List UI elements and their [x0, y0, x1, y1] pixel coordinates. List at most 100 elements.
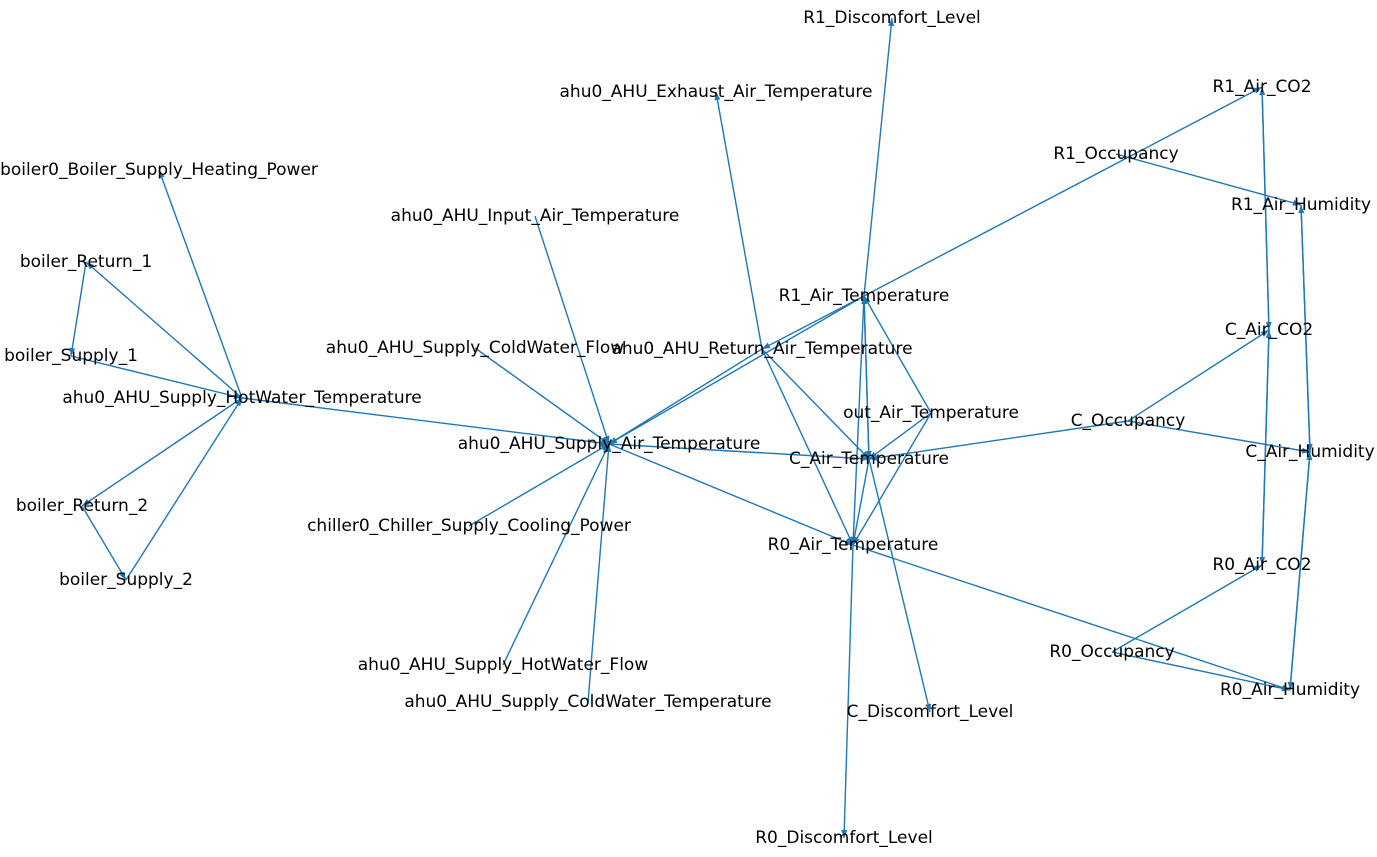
arrowhead-c-air-temperature — [861, 451, 869, 459]
label-layer: R1_Discomfort_Level ahu0_AHU_Exhaust_Air_… — [0, 8, 1375, 848]
arrowhead-ahu0-ahu-return-air-temperature — [762, 342, 771, 349]
edge-ahu0-ahu-supply-hotwater-flow-to-ahu0-ahu-supply-air-temperature — [502, 443, 610, 666]
edge-r0-air-co2-to-c-air-co2 — [1261, 329, 1270, 566]
arrowhead-r0-air-humidity — [1281, 684, 1290, 691]
node-ahu0-ahu-supply-coldwater-flow: ahu0_AHU_Supply_ColdWater_Flow — [326, 338, 625, 358]
edge-r1-air-temperature-to-ahu0-ahu-supply-air-temperature — [608, 295, 865, 445]
arrowhead-c-air-temperature — [860, 455, 869, 462]
arrowhead-r0-air-temperature — [844, 539, 853, 545]
node-ahu0-ahu-return-air-temperature: ahu0_AHU_Return_Air_Temperature — [611, 339, 912, 359]
edge-r1-air-temperature-to-ahu0-ahu-return-air-temperature — [761, 295, 865, 350]
arrowhead-boiler-return-1 — [86, 262, 95, 270]
edge-ahu0-ahu-supply-air-temperature-to-r0-air-temperature — [608, 443, 854, 546]
arrowhead-boiler-supply-2 — [119, 571, 126, 580]
node-chiller0-chiller-supply-cooling-power: chiller0_Chiller_Supply_Cooling_Power — [307, 516, 631, 536]
node-ahu0-ahu-supply-air-temperature: ahu0_AHU_Supply_Air_Temperature — [458, 434, 761, 454]
node-c-air-temperature: C_Air_Temperature — [789, 449, 949, 469]
arrowhead-ahu0-ahu-supply-air-temperature — [600, 444, 609, 451]
edge-ahu0-ahu-return-air-temperature-to-r0-air-temperature — [761, 348, 854, 546]
node-c-air-humidity: C_Air_Humidity — [1245, 442, 1374, 462]
edge-r1-occupancy-to-r1-air-humidity — [1115, 153, 1302, 206]
node-r0-air-temperature: R0_Air_Temperature — [768, 535, 939, 555]
edge-r0-air-humidity-to-c-air-humidity — [1289, 451, 1311, 691]
arrowhead-c-air-co2 — [1265, 330, 1272, 339]
node-r0-air-humidity: R0_Air_Humidity — [1220, 680, 1360, 700]
node-r1-occupancy: R1_Occupancy — [1053, 144, 1178, 164]
edge-r0-occupancy-to-r0-air-co2 — [1111, 564, 1263, 653]
arrowhead-boiler-supply-1 — [69, 347, 76, 356]
node-ahu0-ahu-supply-hotwater-flow: ahu0_AHU_Supply_HotWater_Flow — [358, 655, 649, 675]
edge-c-occupancy-to-c-air-co2 — [1127, 329, 1270, 422]
arrowhead-r1-air-humidity — [1292, 199, 1301, 206]
edge-boiler-supply-2-to-ahu0-ahu-supply-hotwater-temperature — [125, 397, 243, 581]
arrowhead-boiler-return-2 — [82, 499, 91, 506]
edge-r1-air-temperature-to-r0-air-temperature — [852, 295, 865, 546]
edge-ahu0-ahu-supply-hotwater-temperature-to-boiler-return-2 — [81, 397, 243, 507]
edge-r0-occupancy-to-r0-air-humidity — [1111, 651, 1291, 691]
arrowhead-r1-air-humidity — [1298, 205, 1305, 214]
node-c-discomfort-level: C_Discomfort_Level — [847, 702, 1014, 722]
node-ahu0-ahu-exhaust-air-temperature: ahu0_AHU_Exhaust_Air_Temperature — [560, 82, 873, 102]
node-ahu0-ahu-supply-hotwater-temperature: ahu0_AHU_Supply_HotWater_Temperature — [62, 388, 421, 408]
arrowhead-r1-air-co2 — [1253, 87, 1262, 94]
edge-c-air-co2-to-r1-air-co2 — [1261, 86, 1270, 331]
node-c-occupancy: C_Occupancy — [1071, 411, 1186, 431]
node-ahu0-ahu-supply-coldwater-temperature: ahu0_AHU_Supply_ColdWater_Temperature — [404, 692, 771, 712]
node-r0-occupancy: R0_Occupancy — [1049, 642, 1174, 662]
edge-c-air-humidity-to-r1-air-humidity — [1300, 204, 1311, 453]
edge-boiler-supply-1-to-ahu0-ahu-supply-hotwater-temperature — [70, 355, 243, 399]
arrowhead-c-air-humidity — [1306, 452, 1313, 461]
node-r0-discomfort-level: R0_Discomfort_Level — [755, 828, 933, 848]
edge-ahu0-ahu-return-air-temperature-to-ahu0-ahu-supply-air-temperature — [608, 348, 763, 445]
node-boiler-return-2: boiler_Return_2 — [16, 496, 148, 516]
node-boiler-supply-1: boiler_Supply_1 — [4, 346, 138, 366]
arrowhead-ahu0-ahu-supply-air-temperature — [603, 435, 610, 444]
edge-boiler-return-1-to-boiler-supply-1 — [70, 261, 87, 357]
arrowhead-r0-air-temperature — [851, 536, 858, 545]
node-out-air-temperature: out_Air_Temperature — [843, 403, 1019, 423]
arrowhead-r0-air-co2 — [1253, 565, 1262, 572]
arrowhead-ahu0-ahu-supply-air-temperature — [609, 437, 618, 444]
edge-c-air-temperature-to-r1-air-temperature — [863, 295, 870, 460]
edge-ahu0-ahu-supply-coldwater-flow-to-ahu0-ahu-supply-air-temperature — [474, 347, 610, 445]
edge-ahu0-ahu-return-air-temperature-to-ahu0-ahu-exhaust-air-temperature — [715, 91, 763, 350]
edge-r1-air-temperature-to-r1-air-co2 — [863, 86, 1263, 297]
edge-out-air-temperature-to-r1-air-temperature — [863, 295, 932, 414]
edge-boiler-return-2-to-boiler-supply-2 — [81, 505, 127, 581]
edge-c-air-temperature-to-r0-air-temperature — [852, 458, 870, 546]
arrowhead-r1-air-temperature — [861, 296, 868, 305]
arrowhead-c-discomfort-level — [925, 703, 932, 712]
node-c-air-co2: C_Air_CO2 — [1225, 320, 1313, 340]
edge-r0-air-temperature-to-r0-air-humidity — [852, 544, 1291, 691]
edge-ahu0-ahu-supply-hotwater-temperature-to-boiler0-boiler-supply-heating-power — [158, 169, 243, 399]
edge-ahu0-ahu-input-air-temperature-to-ahu0-ahu-supply-air-temperature — [534, 215, 610, 445]
node-r0-air-co2: R0_Air_CO2 — [1212, 555, 1311, 575]
edge-c-occupancy-to-c-air-humidity — [1127, 420, 1311, 453]
edge-ahu0-ahu-supply-hotwater-temperature-to-ahu0-ahu-supply-air-temperature — [241, 397, 610, 445]
arrowhead-r1-air-co2 — [1259, 87, 1266, 96]
edge-c-occupancy-to-c-air-temperature — [868, 420, 1129, 460]
arrowhead-ahu0-ahu-supply-hotwater-temperature — [233, 393, 242, 400]
arrowhead-boiler0-boiler-supply-heating-power — [158, 170, 165, 179]
node-r1-air-humidity: R1_Air_Humidity — [1231, 195, 1371, 215]
edge-layer — [69, 17, 1313, 839]
edge-c-air-temperature-to-c-discomfort-level — [868, 458, 931, 713]
edge-ahu0-ahu-supply-coldwater-temperature-to-ahu0-ahu-supply-air-temperature — [587, 443, 610, 703]
edge-out-air-temperature-to-r0-air-temperature — [852, 412, 932, 546]
edge-ahu0-ahu-return-air-temperature-to-c-air-temperature — [761, 348, 870, 460]
arrowhead-ahu0-ahu-exhaust-air-temperature — [714, 92, 721, 101]
arrowhead-c-air-humidity — [1301, 447, 1310, 454]
edge-ahu0-ahu-supply-air-temperature-to-c-air-temperature — [608, 443, 870, 460]
node-r1-discomfort-level: R1_Discomfort_Level — [803, 8, 981, 28]
node-ahu0-ahu-input-air-temperature: ahu0_AHU_Input_Air_Temperature — [391, 206, 680, 226]
edge-chiller0-chiller-supply-cooling-power-to-ahu0-ahu-supply-air-temperature — [468, 443, 610, 527]
arrowhead-c-air-co2 — [1260, 330, 1269, 337]
node-r1-air-co2: R1_Air_CO2 — [1212, 77, 1311, 97]
edge-ahu0-ahu-supply-hotwater-temperature-to-boiler-return-1 — [85, 261, 243, 399]
arrowhead-ahu0-ahu-supply-air-temperature — [605, 444, 612, 453]
arrowhead-c-air-temperature — [869, 454, 878, 461]
edge-r1-air-temperature-to-r1-discomfort-level — [863, 17, 893, 297]
node-boiler0-boiler-supply-heating-power: boiler0_Boiler_Supply_Heating_Power — [0, 160, 318, 180]
node-boiler-return-1: boiler_Return_1 — [20, 252, 152, 272]
